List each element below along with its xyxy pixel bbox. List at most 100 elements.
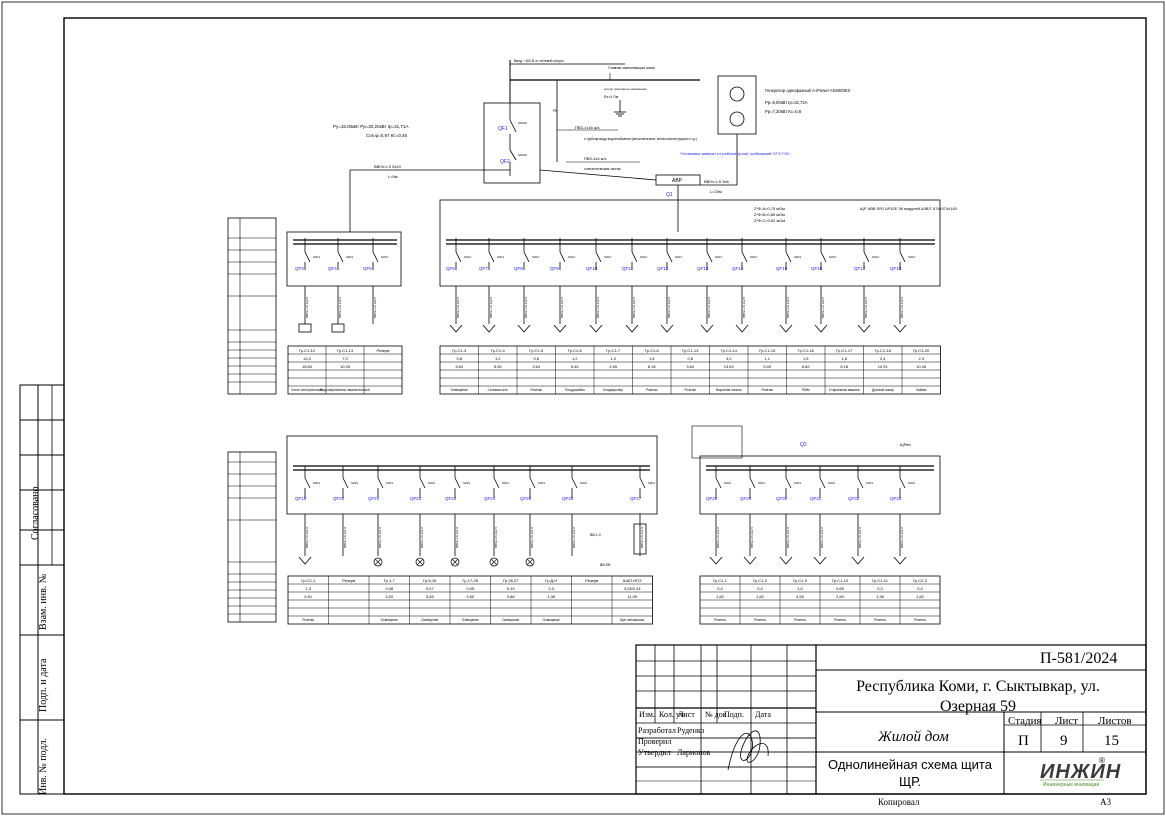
breaker-type: S201 xyxy=(313,481,320,485)
breaker-label-bottom: QF27 xyxy=(630,496,642,501)
cable-label: ВВГнг-LS 3х1,5 xyxy=(716,527,720,548)
title-col-header: Подп. xyxy=(724,710,744,719)
signature xyxy=(727,730,769,771)
cable-label: ВВГнг-LS 3х2,5 xyxy=(305,297,309,318)
table-current: 10,95 xyxy=(340,364,351,369)
table-consumer-name: Розетки xyxy=(874,618,886,622)
cable-label: ВВГнг-LS 3х1,5 xyxy=(858,527,862,548)
breaker-type: S201 xyxy=(872,255,879,259)
table-current: 8,18 xyxy=(648,364,657,369)
breaker-contact xyxy=(454,477,461,489)
breaker-type: S201 xyxy=(502,481,509,485)
lamp-symbol xyxy=(525,557,535,567)
breaker-contact xyxy=(595,251,602,263)
breaker-label-bottom: QF24 xyxy=(484,496,496,501)
table-consumer-name: Розетки xyxy=(762,388,774,392)
breaker-type: S201 xyxy=(381,255,388,259)
socket-symbol xyxy=(779,324,793,333)
breaker-contact xyxy=(419,477,426,489)
table-current: 2,50 xyxy=(836,594,845,599)
cable-label: ВВГнг-LS 3х2,5 xyxy=(667,297,671,318)
socket-symbol xyxy=(743,556,757,565)
panel-title: ЩР ABB SRJ AF42E 36 модулей Ш/В/Г 574х37… xyxy=(860,206,958,211)
table-consumer-name: Розетки xyxy=(531,388,543,392)
breaker-label-top: QF7 xyxy=(479,266,488,271)
breaker-contact xyxy=(377,477,384,489)
table-power: 1,3 xyxy=(305,586,311,591)
panel-2-link xyxy=(691,425,743,459)
table-current: 4,55 xyxy=(609,364,618,369)
table-group-id: Гр.1-7 xyxy=(384,578,396,583)
socket-symbol xyxy=(625,324,639,333)
title-col-header: Дата xyxy=(755,710,771,719)
breaker-label-top: QF16 xyxy=(811,266,823,271)
table-current: 5,00 xyxy=(763,364,772,369)
table-consumer-name: Розетки xyxy=(754,618,766,622)
table-group-id: Гр.С1-8 xyxy=(645,348,660,353)
socket-symbol xyxy=(553,324,567,333)
margin-inv-orig: Инв. № подл. xyxy=(38,738,49,795)
cable-label: ВВГнг-LS 3х2,5 xyxy=(632,297,636,318)
generator-icon xyxy=(729,111,745,127)
breaker-label-bottom: QF25 xyxy=(520,496,532,501)
ats-feeder xyxy=(539,169,657,181)
table-group-id: Гр.Д,Н xyxy=(545,578,557,583)
table-current: 1,36 xyxy=(876,594,885,599)
q2-label: Q2 xyxy=(800,442,807,448)
table-current: 5,45 xyxy=(494,364,503,369)
table-consumer-name: Освещение xyxy=(381,618,398,622)
breaker-contact xyxy=(631,251,638,263)
lamp-symbol xyxy=(373,557,383,567)
breaker-type: S201 xyxy=(580,481,587,485)
staff-name: Руденко xyxy=(677,726,705,735)
breaker-type: S201 xyxy=(715,255,722,259)
generator-title: Генератор однофазный A-iPower AK6000EX xyxy=(765,88,851,93)
logo-subtitle: Инженерные инновации xyxy=(1043,782,1100,788)
cable-label: ВВГнг-LS 3х2,5 xyxy=(373,297,377,318)
socket-symbol xyxy=(857,324,871,333)
table-consumer-name: Освещение xyxy=(502,618,519,622)
table-power: 1,5 xyxy=(803,356,809,361)
title-col-header: Кол. уч xyxy=(659,710,684,719)
socket-symbol xyxy=(779,556,793,565)
table-consumer-name: Чайник xyxy=(916,388,927,392)
socket-symbol xyxy=(893,324,907,333)
panel-1-right xyxy=(439,199,941,287)
breaker-label-bottom: QF29 xyxy=(740,496,752,501)
table-power: 1,8 xyxy=(649,356,655,361)
qf2-label: QF2 xyxy=(500,159,510,165)
table-consumer-name: Розетки xyxy=(646,388,658,392)
table-consumer-name: Водонагреватель накопительный xyxy=(320,388,369,392)
sheet-header: Лист xyxy=(1055,715,1079,727)
breaker-contact xyxy=(819,477,826,489)
table-group-id: Гр.С1-2 xyxy=(753,578,768,583)
table-group-id: Гр.С1-14 xyxy=(721,348,738,353)
breaker-label-bottom: QF21 xyxy=(368,496,380,501)
breaker-type: S201 xyxy=(428,481,435,485)
table-consumer-name: Освещение xyxy=(462,618,479,622)
breaker-type: S201 xyxy=(640,255,647,259)
table-consumer-name: Стиральная машина xyxy=(829,388,860,392)
breaker-type: S201 xyxy=(828,481,835,485)
lamp-cross xyxy=(451,558,459,566)
table-power: 12,0 xyxy=(303,356,312,361)
breaker-label-top: QF13 xyxy=(697,266,709,271)
main-cable-length: L=5м xyxy=(388,174,398,179)
breaker-label-top: QF4 xyxy=(328,266,337,271)
breaker-contact xyxy=(639,477,646,489)
breaker-type: S201 xyxy=(538,481,545,485)
table-group-id: Гр.26,27 xyxy=(503,578,519,583)
table-group-id: Гр.С1-7 xyxy=(606,348,621,353)
breaker-contact xyxy=(785,251,792,263)
socket-symbol xyxy=(851,556,865,565)
sheet-title-text: Однолинейная схема щита ЩР. xyxy=(828,757,992,789)
breaker-label-top: QF18 xyxy=(890,266,902,271)
staff-role: Проверил xyxy=(638,737,672,746)
table-consumer-name: Освещение xyxy=(421,618,438,622)
cable-label: ВВГнг-LS 3х1,5 xyxy=(494,527,498,548)
table-consumer-name: Кондиционер xyxy=(603,388,623,392)
table-current: 3,50 xyxy=(466,594,475,599)
table-power: 0,19 xyxy=(507,586,516,591)
